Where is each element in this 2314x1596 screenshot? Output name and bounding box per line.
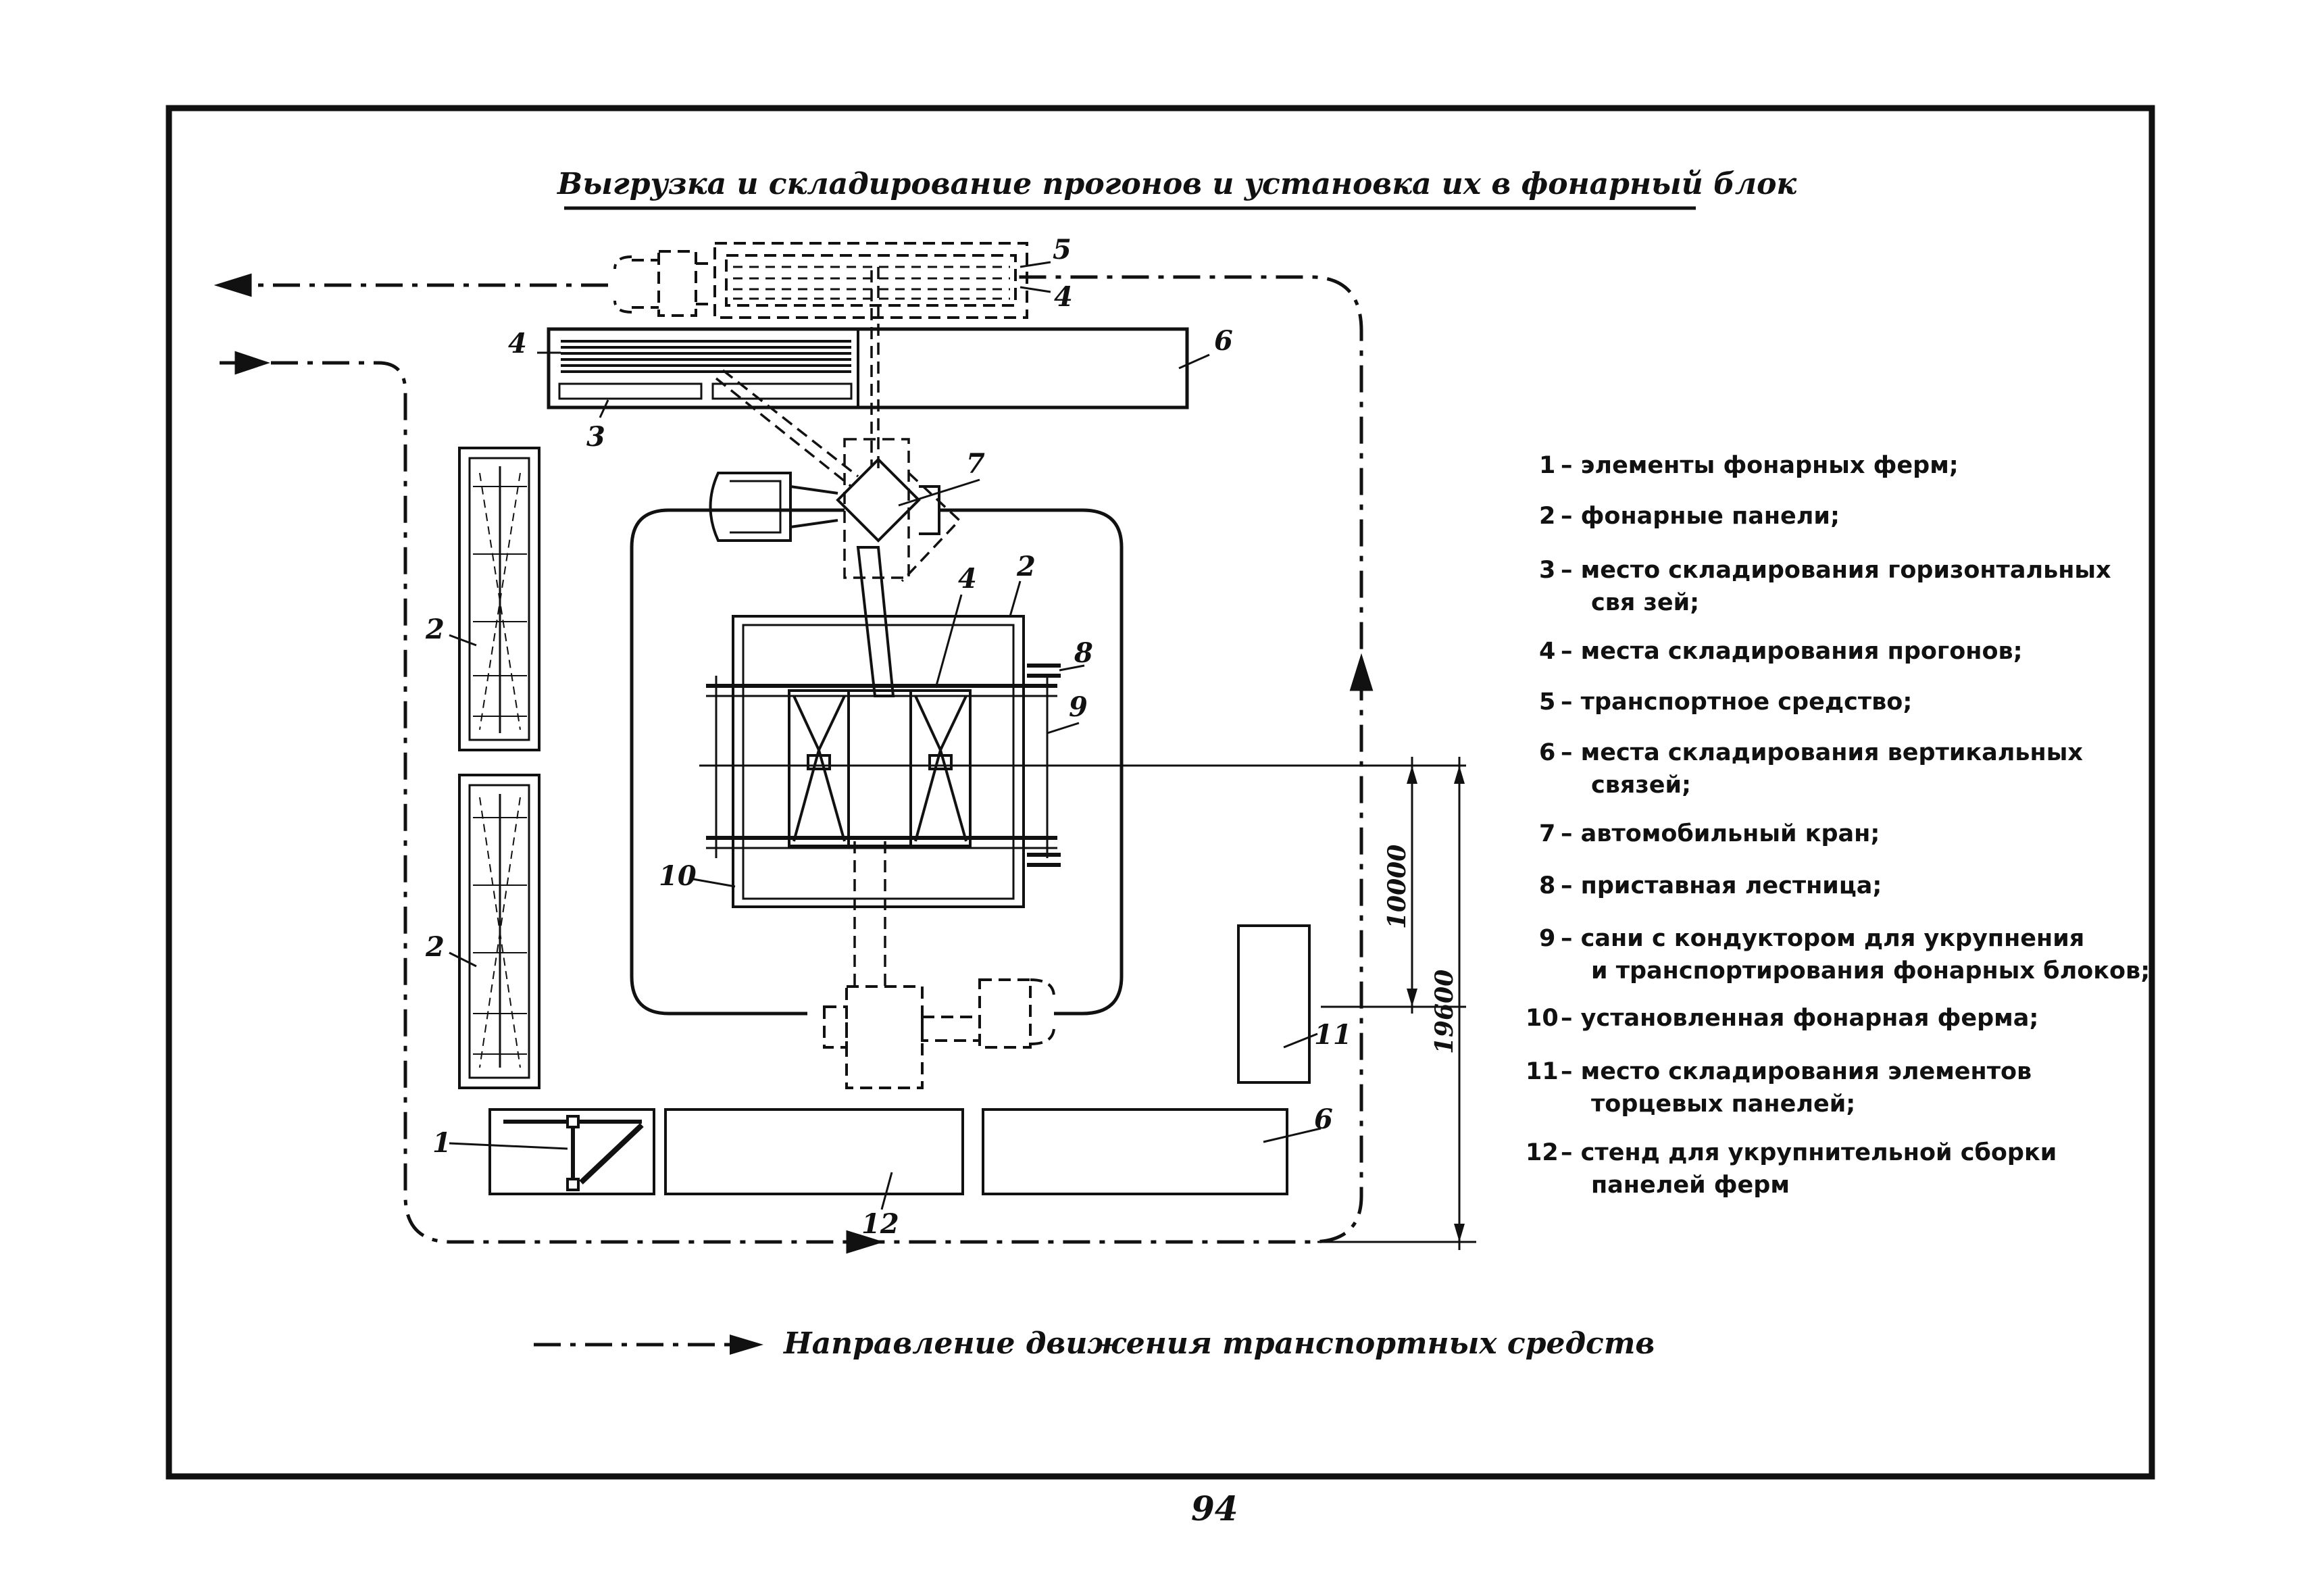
callout-8: 8	[1074, 637, 1093, 669]
traffic-route	[220, 275, 1363, 1244]
legend-text: – сани с кондуктором для укрупнения	[1561, 925, 2084, 952]
traffic-note-arrowhead	[730, 1335, 763, 1355]
callout-4-vehicle: 4	[1054, 281, 1073, 313]
legend-number: 8	[1539, 872, 1555, 899]
legend-text: и транспортирования фонарных блоков;	[1591, 957, 2150, 984]
legend: 1– элементы фонарных ферм;2– фонарные па…	[1526, 452, 2150, 1199]
inner-road	[630, 508, 1124, 1016]
traffic-note: Направление движения транспортных средст…	[782, 1326, 1655, 1361]
truss-elements	[503, 1115, 644, 1191]
callout-2-jig: 2	[1016, 551, 1036, 582]
legend-text: – приставная лестница;	[1561, 872, 1882, 899]
page-number: 94	[1191, 1489, 1238, 1528]
legend-text: – место складирования горизонтальных	[1561, 557, 2111, 584]
skylight-block-jig	[706, 615, 1061, 908]
callout-2-upper: 2	[425, 614, 445, 645]
legend-number: 3	[1539, 557, 1555, 584]
callout-10: 10	[659, 860, 697, 892]
legend-text: торцевых панелей;	[1591, 1091, 1855, 1118]
legend-text: – место складирования элементов	[1561, 1058, 2032, 1085]
callout-4-strip: 4	[508, 328, 527, 359]
legend-number: 12	[1526, 1139, 1559, 1166]
callout-1: 1	[432, 1127, 451, 1159]
callout-5: 5	[1053, 234, 1072, 266]
callout-3: 3	[586, 421, 605, 453]
legend-text: панелей ферм	[1591, 1172, 1790, 1199]
crane-position-bottom	[823, 978, 1055, 1089]
leader-lines	[449, 261, 1322, 1210]
legend-number: 1	[1539, 452, 1555, 479]
dimension-10000: 10000	[1383, 845, 1411, 929]
assembly-stand	[664, 1108, 964, 1195]
panel-stack-lower	[458, 774, 540, 1089]
legend-number: 7	[1539, 820, 1555, 847]
legend-text: свя зей;	[1591, 589, 1699, 616]
horizontal-bracing-area	[558, 382, 703, 400]
legend-number: 6	[1539, 739, 1555, 766]
purlin-stack	[561, 340, 851, 373]
callout-11: 11	[1314, 1019, 1352, 1051]
callout-6-bottom: 6	[1314, 1103, 1333, 1135]
legend-text: связей;	[1591, 772, 1691, 799]
route-arrows	[213, 273, 1374, 1254]
legend-text: – автомобильный кран;	[1561, 820, 1880, 847]
panel-stack-upper	[458, 447, 540, 751]
truck-crane	[709, 457, 940, 543]
callout-6-top: 6	[1214, 325, 1233, 357]
legend-number: 9	[1539, 925, 1555, 952]
diagram-title: Выгрузка и складирование прогонов и уста…	[556, 167, 1796, 201]
legend-number: 11	[1526, 1058, 1559, 1085]
legend-number: 4	[1539, 638, 1555, 665]
horizontal-bracing-area-2	[711, 382, 853, 400]
legend-text: – транспортное средство;	[1561, 689, 1912, 716]
legend-text: – стенд для укрупнительной сборки	[1561, 1139, 2057, 1166]
legend-number: 5	[1539, 689, 1555, 716]
legend-text: – установленная фонарная ферма;	[1561, 1005, 2038, 1032]
callout-4-jig: 4	[958, 563, 977, 595]
legend-text: – места складирования вертикальных	[1561, 739, 2083, 766]
legend-number: 10	[1526, 1005, 1559, 1032]
end-panel-storage	[1237, 924, 1311, 1084]
vertical-bracing-storage-bottom	[982, 1108, 1288, 1195]
crane-swing-positions	[715, 267, 961, 987]
storage-strip-top	[547, 327, 1189, 409]
legend-text: – места складирования прогонов;	[1561, 638, 2023, 665]
callout-2-lower: 2	[425, 931, 445, 963]
legend-number: 2	[1539, 503, 1555, 530]
crane-boom	[856, 546, 895, 697]
truss-elements-storage	[488, 1108, 655, 1195]
legend-text: – фонарные панели;	[1561, 503, 1840, 530]
callout-12: 12	[861, 1208, 899, 1240]
legend-text: – элементы фонарных ферм;	[1561, 452, 1959, 479]
dimension-19600: 19600	[1430, 970, 1459, 1054]
callout-7: 7	[966, 448, 985, 480]
callout-9: 9	[1069, 691, 1088, 723]
transport-vehicle	[613, 242, 1028, 319]
sheet-frame	[166, 105, 2155, 1480]
